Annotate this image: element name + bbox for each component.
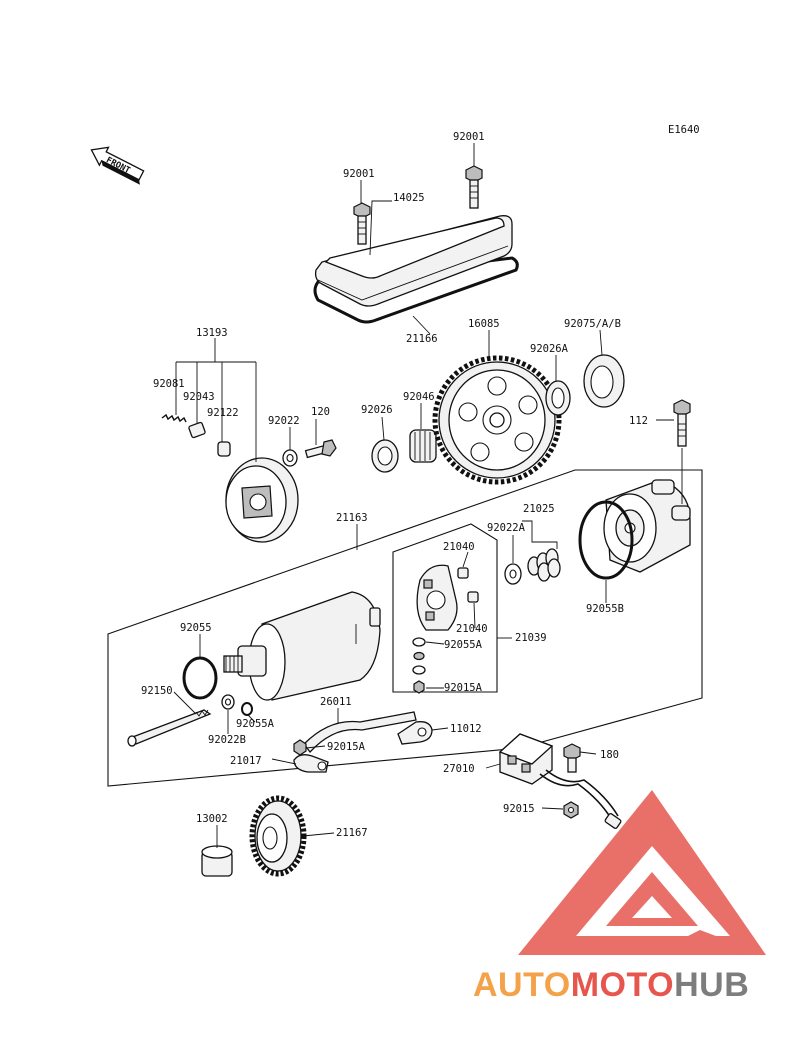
washer-right-3 xyxy=(412,665,426,675)
washer-92022B xyxy=(221,694,235,710)
label-92015A-right: 92015A xyxy=(444,682,483,694)
through-bolt-92150 xyxy=(127,709,212,747)
label-92055B: 92055B xyxy=(586,603,624,615)
label-14025: 14025 xyxy=(393,192,425,204)
starter-motor-frame xyxy=(107,469,703,787)
washer-92026 xyxy=(371,439,399,473)
washer-92022 xyxy=(282,449,298,467)
brush-holder-frame xyxy=(392,523,498,693)
label-21017: 21017 xyxy=(230,755,262,767)
label-92022A: 92022A xyxy=(487,522,526,534)
washer-right-2 xyxy=(413,651,425,661)
part-labels: 92001 92001 14025 21166 13193 92081 9204… xyxy=(141,131,648,839)
watermark-moto: MOTO xyxy=(571,966,674,1004)
label-92015A-left: 92015A xyxy=(327,741,366,753)
label-112: 112 xyxy=(629,415,648,427)
o-ring-92055B xyxy=(578,500,634,580)
watermark-text: AUTOMOTOHUB xyxy=(473,966,749,1004)
o-ring-92055 xyxy=(182,656,218,700)
brush-spring-21025 xyxy=(527,548,561,582)
label-21025: 21025 xyxy=(523,503,555,515)
terminal-11012 xyxy=(397,721,433,745)
label-92043: 92043 xyxy=(183,391,215,403)
svg-text:AUTOMOTOHUB: AUTOMOTOHUB xyxy=(473,966,749,1004)
label-92150: 92150 xyxy=(141,685,173,697)
label-180: 180 xyxy=(600,749,619,761)
washer-92022A xyxy=(504,563,522,585)
washer-92026A xyxy=(545,380,571,416)
starter-relay-27010 xyxy=(498,733,622,829)
diagram-code: E1640 xyxy=(668,124,700,136)
reduction-gear-21167 xyxy=(249,795,307,877)
brush-21040-bottom xyxy=(467,591,479,603)
label-92026A: 92026A xyxy=(530,343,569,355)
oil-seal-92075 xyxy=(583,354,625,408)
label-92015: 92015 xyxy=(503,803,535,815)
brush-holder-plate xyxy=(416,564,458,631)
label-21039: 21039 xyxy=(515,632,547,644)
bolt-112 xyxy=(673,399,691,447)
bolt-120 xyxy=(304,439,337,459)
label-21167: 21167 xyxy=(336,827,368,839)
label-92081: 92081 xyxy=(153,378,185,390)
label-26011: 26011 xyxy=(320,696,352,708)
spring-92081 xyxy=(161,413,187,423)
washer-92055A-right xyxy=(412,637,426,647)
terminal-21017 xyxy=(293,754,329,773)
label-92022: 92022 xyxy=(268,415,300,427)
needle-bearing-92046 xyxy=(409,429,437,463)
nut-92015A-left xyxy=(293,739,307,756)
label-92026: 92026 xyxy=(361,404,393,416)
o-ring-92055A-left xyxy=(241,702,253,716)
label-13193: 13193 xyxy=(196,327,228,339)
label-92122: 92122 xyxy=(207,407,239,419)
collar-13002 xyxy=(201,845,233,877)
label-92055A-right: 92055A xyxy=(444,639,483,651)
starter-clutch xyxy=(225,457,299,543)
label-92022B: 92022B xyxy=(208,734,246,746)
label-92046: 92046 xyxy=(403,391,435,403)
label-27010: 27010 xyxy=(443,763,475,775)
starter-rear-housing xyxy=(603,479,691,573)
starter-idle-gear-16085 xyxy=(432,355,562,485)
label-92055A-left: 92055A xyxy=(236,718,275,730)
label-21163: 21163 xyxy=(336,512,368,524)
label-92055: 92055 xyxy=(180,622,212,634)
starter-motor-21163 xyxy=(223,591,381,701)
label-21040-top: 21040 xyxy=(443,541,475,553)
bolt-92001-right xyxy=(465,165,483,209)
label-120: 120 xyxy=(311,406,330,418)
brush-21040-top xyxy=(457,567,469,579)
bolt-180 xyxy=(563,743,581,773)
roller-92122 xyxy=(217,441,231,457)
plunger-92043 xyxy=(188,421,206,439)
label-21040-bottom: 21040 xyxy=(456,623,488,635)
label-92075: 92075/A/B xyxy=(564,318,621,330)
watermark-hub: HUB xyxy=(674,966,749,1004)
starter-cover xyxy=(313,215,519,324)
watermark-auto: AUTO xyxy=(473,966,571,1004)
nut-92015 xyxy=(563,801,579,819)
nut-92015A-right xyxy=(413,680,425,694)
bolt-92001-left xyxy=(353,202,371,245)
cable-26011 xyxy=(303,711,417,754)
front-arrow-icon: FRONT xyxy=(90,146,145,185)
label-11012: 11012 xyxy=(450,723,482,735)
label-16085: 16085 xyxy=(468,318,500,330)
label-92001-left: 92001 xyxy=(343,168,375,180)
label-21166: 21166 xyxy=(406,333,438,345)
label-92001-right: 92001 xyxy=(453,131,485,143)
watermark-logo-icon xyxy=(518,790,766,955)
leader-lines xyxy=(173,143,683,848)
label-13002: 13002 xyxy=(196,813,228,825)
